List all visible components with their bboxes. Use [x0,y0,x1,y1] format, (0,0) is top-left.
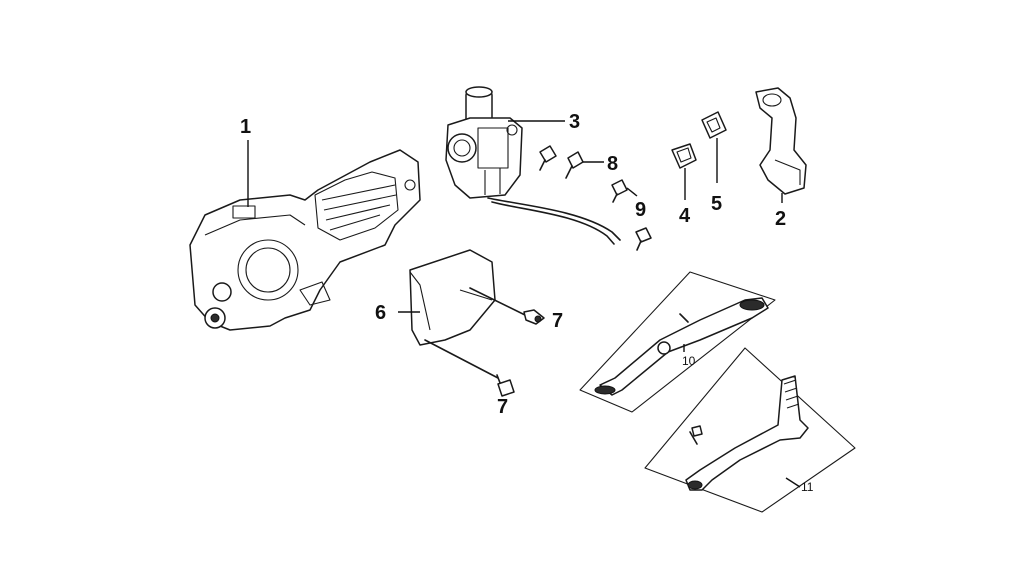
callout-10: 10 [682,354,696,368]
callout-11: 11 [801,480,814,494]
leader-9 [626,187,638,197]
intake-manifold-part [755,87,807,195]
callout-2: 2 [775,208,786,230]
callout-4: 4 [679,205,691,227]
callout-8: 8 [607,153,618,175]
callout-7a: 7 [552,310,563,332]
callout-3: 3 [569,111,580,133]
engine-part [189,149,421,331]
callout-6: 6 [375,302,386,324]
bolt-right-part [523,309,545,325]
callout-5: 5 [711,193,722,215]
gasket-small-part [671,143,697,169]
bolts-pair-part [611,179,652,251]
bolt-lower-part [496,374,515,397]
gasket-large-part [701,111,727,139]
carb-screw-part [539,145,584,179]
cover-part [409,249,526,379]
callout-7b: 7 [497,396,508,418]
leader-11 [785,477,801,488]
kick-starter-part [644,347,856,513]
shift-lever-part [579,271,776,413]
callout-1: 1 [240,116,251,138]
carburetor-part [445,86,621,245]
callout-9: 9 [635,199,646,221]
